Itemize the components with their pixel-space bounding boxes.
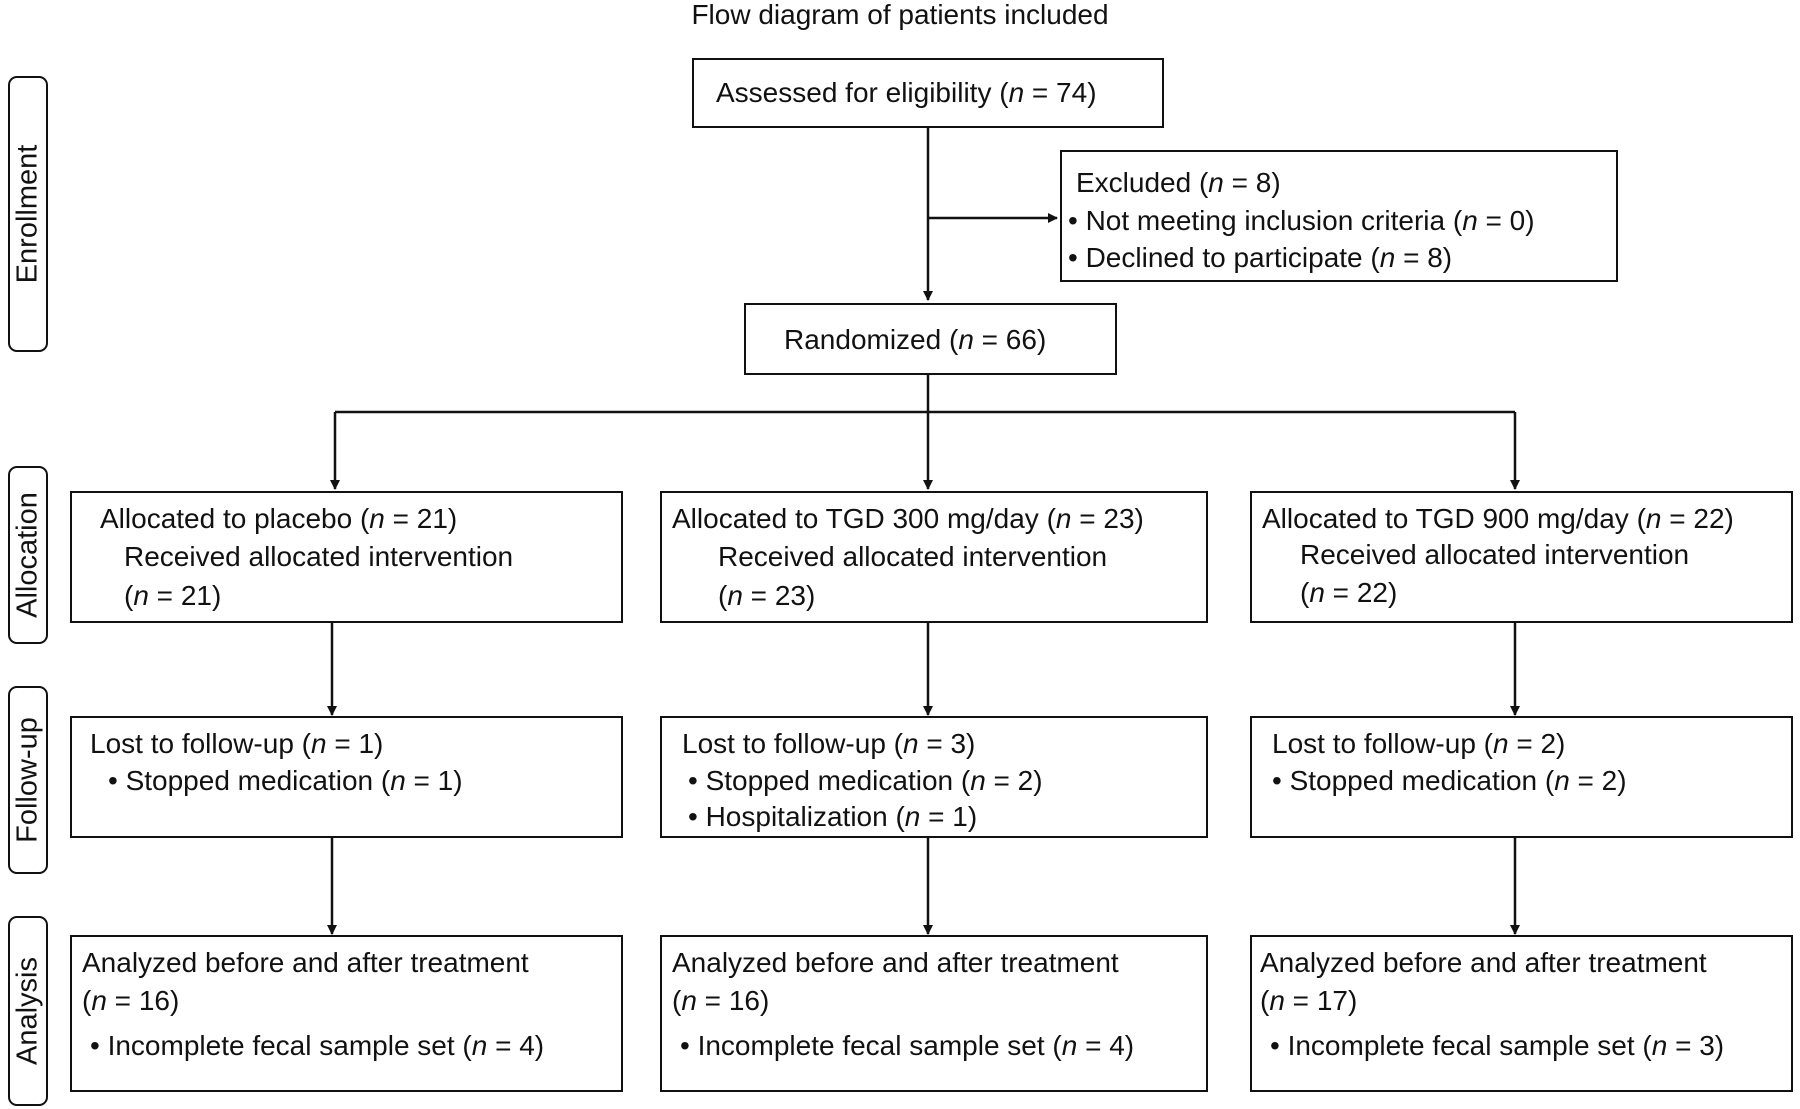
excluded-item-declined: • Declined to participate (n = 8) <box>1068 242 1453 273</box>
excluded-box: Excluded (n = 8) • Not meeting inclusion… <box>1060 150 1618 282</box>
received-n-tgd300: (n = 23) <box>718 580 816 611</box>
allocation-box-tgd900: Allocated to TGD 900 mg/day (n = 22) Rec… <box>1250 491 1793 623</box>
received-tgd300: Received allocated intervention <box>718 541 1108 572</box>
randomized-box: Randomized (n = 66) <box>744 303 1117 375</box>
followup-box-placebo: Lost to follow-up (n = 1) • Stopped medi… <box>70 716 623 838</box>
allocated-placebo: Allocated to placebo (n = 21) <box>100 503 458 534</box>
analysis-box-tgd900: Analyzed before and after treatment (n =… <box>1250 935 1793 1092</box>
analysis-box-tgd300: Analyzed before and after treatment (n =… <box>660 935 1208 1092</box>
lost-placebo: Lost to follow-up (n = 1) <box>90 728 384 759</box>
excluded-item-criteria: • Not meeting inclusion criteria (n = 0) <box>1068 205 1535 236</box>
analyzed-n-tgd300: (n = 16) <box>672 985 770 1016</box>
lost-tgd300: Lost to follow-up (n = 3) <box>682 728 976 759</box>
analysis-box-placebo: Analyzed before and after treatment (n =… <box>70 935 623 1092</box>
excluded-header: Excluded (n = 8) <box>1076 167 1281 198</box>
stage-tab-analysis <box>8 916 48 1106</box>
analyzed-n-placebo: (n = 16) <box>82 985 180 1016</box>
received-placebo: Received allocated intervention <box>124 541 514 572</box>
assessed-box: Assessed for eligibility (n = 74) <box>692 58 1164 128</box>
stage-tab-enrollment <box>8 76 48 352</box>
incomplete-tgd300: • Incomplete fecal sample set (n = 4) <box>680 1030 1135 1061</box>
assessed-text: Assessed for eligibility (n = 74) <box>716 77 1097 108</box>
lost-tgd900: Lost to follow-up (n = 2) <box>1272 728 1566 759</box>
incomplete-placebo: • Incomplete fecal sample set (n = 4) <box>90 1030 545 1061</box>
analyzed-tgd900: Analyzed before and after treatment <box>1260 947 1707 978</box>
reason-tgd300-hospitalization: • Hospitalization (n = 1) <box>688 801 978 832</box>
received-n-tgd900: (n = 22) <box>1300 577 1398 608</box>
stage-tab-followup <box>8 686 48 874</box>
allocated-tgd900: Allocated to TGD 900 mg/day (n = 22) <box>1262 503 1734 534</box>
allocated-tgd300: Allocated to TGD 300 mg/day (n = 23) <box>672 503 1144 534</box>
received-tgd900: Received allocated intervention <box>1300 539 1690 570</box>
randomized-text: Randomized (n = 66) <box>784 324 1047 355</box>
reason-tgd900-stopped: • Stopped medication (n = 2) <box>1272 765 1627 796</box>
allocation-box-placebo: Allocated to placebo (n = 21) Received a… <box>70 491 623 623</box>
analyzed-n-tgd900: (n = 17) <box>1260 985 1358 1016</box>
stage-tab-allocation <box>8 466 48 644</box>
followup-box-tgd900: Lost to follow-up (n = 2) • Stopped medi… <box>1250 716 1793 838</box>
reason-placebo-stopped: • Stopped medication (n = 1) <box>108 765 463 796</box>
reason-tgd300-stopped: • Stopped medication (n = 2) <box>688 765 1043 796</box>
analyzed-tgd300: Analyzed before and after treatment <box>672 947 1119 978</box>
received-n-placebo: (n = 21) <box>124 580 222 611</box>
allocation-box-tgd300: Allocated to TGD 300 mg/day (n = 23) Rec… <box>660 491 1208 623</box>
diagram-title: Flow diagram of patients included <box>691 0 1109 30</box>
incomplete-tgd900: • Incomplete fecal sample set (n = 3) <box>1270 1030 1725 1061</box>
analyzed-placebo: Analyzed before and after treatment <box>82 947 529 978</box>
followup-box-tgd300: Lost to follow-up (n = 3) • Stopped medi… <box>660 716 1208 838</box>
